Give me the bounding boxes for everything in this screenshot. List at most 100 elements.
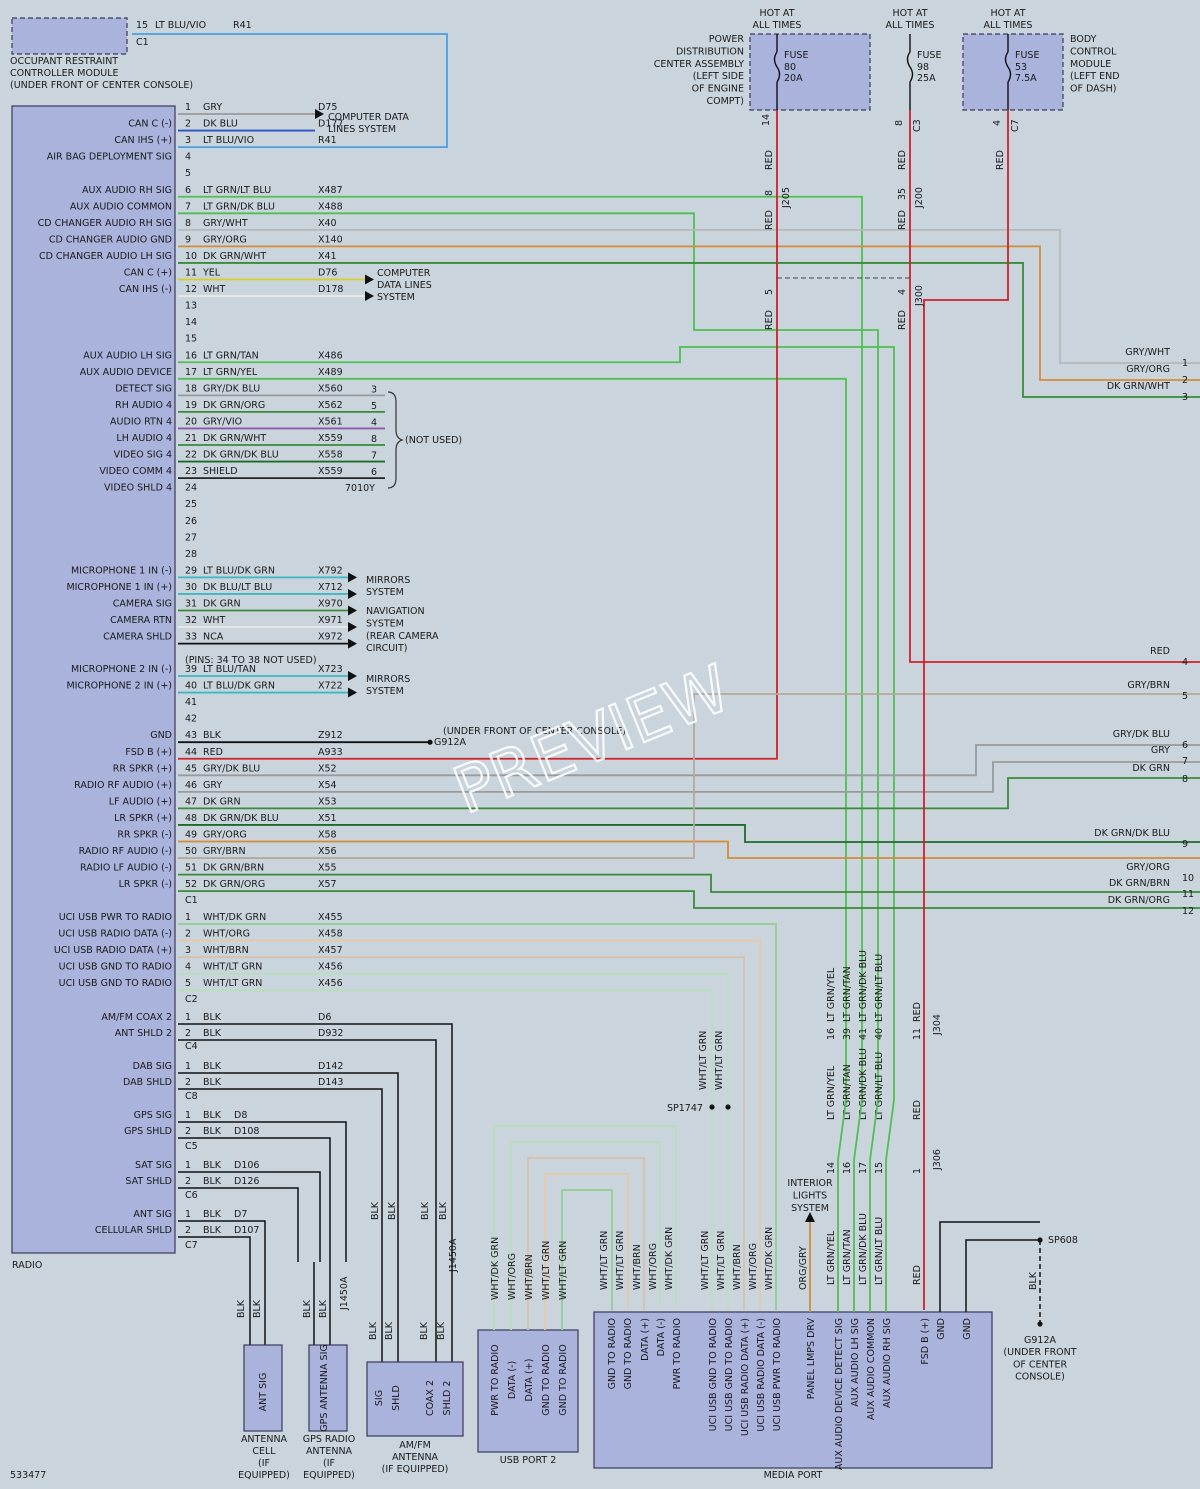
radio-pin-number: 3: [185, 135, 191, 146]
wire-color-label: WHT/ORG: [507, 1253, 518, 1300]
radio-pin-number: 26: [185, 516, 197, 527]
arrow-icon: [348, 572, 357, 583]
media-port-pin-label: GND TO RADIO: [607, 1318, 618, 1389]
media-port-pin-label: PWR TO RADIO: [672, 1318, 683, 1389]
wire-usb-port-2-2: [510, 1141, 661, 1330]
wire-color-label: WHT/ORG: [748, 1243, 759, 1290]
bcm-label: CONTROL: [1070, 46, 1117, 57]
right-edge-wire-color: RED: [1150, 646, 1170, 657]
circuit-number: D126: [234, 1176, 259, 1187]
wire-color-label: BLK: [203, 1225, 222, 1236]
circuit-number: X41: [318, 251, 337, 262]
circuit-number: Z912: [318, 730, 343, 741]
fuse-label: FUSE: [917, 50, 941, 61]
fuse-rating: 25A: [917, 73, 936, 84]
right-edge-wire-color: GRY: [1151, 745, 1170, 756]
radio-pin-function: GPS SHLD: [124, 1126, 172, 1137]
circuit-number: X792: [318, 565, 343, 576]
radio-pin-number: 23: [185, 466, 197, 477]
ground-g912a-bottom-label: OF CENTER: [1013, 1359, 1068, 1370]
radio-pin-function: MICROPHONE 1 IN (-): [71, 565, 172, 576]
radio-pin-number: 2: [185, 1126, 191, 1137]
radio-pin-number: 32: [185, 615, 197, 626]
radio-pin-number: 8: [185, 218, 191, 229]
wire-color-label: BLK: [203, 1126, 222, 1137]
wire-color-label: BLK: [370, 1201, 381, 1220]
mirrors-system-ref: MIRRORS: [366, 674, 410, 685]
usb-port-pin-label: DATA (+): [524, 1359, 535, 1402]
wire-color-label: WHT/LT GRN: [599, 1231, 610, 1290]
wire-color-label: LT GRN/LT BLU: [874, 954, 885, 1022]
splice-sp1747-label: SP1747: [667, 1103, 703, 1114]
wire-color-label: BLK: [203, 730, 222, 741]
radio-pin-number: 1: [185, 1061, 191, 1072]
orc-connector-label: C1: [136, 37, 149, 48]
wire-color-label: RED: [912, 1265, 923, 1285]
right-edge-wire-number: 6: [1182, 740, 1188, 751]
radio-pin-number: 4: [185, 962, 191, 973]
orc-module-label: (UNDER FRONT OF CENTER CONSOLE): [10, 80, 193, 91]
orc-module: [11, 17, 128, 55]
wire-pin-9: [178, 245, 1200, 381]
radio-pin-function: SAT SIG: [135, 1160, 172, 1171]
radio-pin-number: 5: [185, 168, 191, 179]
wire-coax-5: [178, 1121, 347, 1262]
hot-at-all-times-label: ALL TIMES: [753, 20, 802, 31]
circuit-number: X55: [318, 863, 337, 874]
wire-color-label: BLK: [318, 1299, 329, 1318]
right-edge-wire-color: GRY/BRN: [1127, 680, 1170, 691]
radio-pin-function: RADIO RF AUDIO (+): [74, 780, 172, 791]
right-edge-wire-color: DK GRN/ORG: [1108, 895, 1170, 906]
circuit-number: X57: [318, 879, 337, 890]
bracket: [387, 391, 404, 489]
wire-color-label: LT BLU/DK GRN: [203, 565, 275, 576]
connector-label: C7: [185, 1240, 198, 1251]
antenna-pin-label: GPS ANTENNA SIG: [319, 1344, 330, 1431]
connector-label: J205: [781, 187, 792, 209]
wire-aux-media-4: [885, 1099, 895, 1312]
hot-at-all-times-label: ALL TIMES: [984, 20, 1033, 31]
wire-color-label: RED: [912, 1100, 923, 1120]
radio-pin-number: 25: [185, 499, 197, 510]
wire-color-label: LT GRN/TAN: [842, 1229, 853, 1285]
wire-color-label: WHT/BRN: [203, 945, 249, 956]
wire-usb-port-2-1: [493, 1125, 677, 1330]
wire-color-label: RED: [764, 210, 775, 230]
wire-color-label: DK GRN/DK BLU: [203, 813, 279, 824]
wire-color-label: RED: [897, 310, 908, 330]
wire-color-label: WHT/LT GRN: [203, 978, 262, 989]
circuit-number: X560: [318, 383, 343, 394]
gps-antenna-label: GPS RADIO: [303, 1434, 355, 1445]
circuit-number: X486: [318, 350, 343, 361]
radio-pin-number: 16: [185, 350, 197, 361]
gps-antenna-label: EQUIPPED): [303, 1470, 355, 1481]
antenna-pin-label: SHLD: [391, 1385, 402, 1411]
right-edge-wire-color: GRY/ORG: [1126, 364, 1170, 375]
pdc-label: CENTER ASSEMBLY: [654, 59, 744, 70]
right-edge-wire-color: DK GRN/WHT: [1107, 381, 1170, 392]
wire-pin-3: [132, 33, 448, 148]
ground-g912a-bottom-label: (UNDER FRONT: [1003, 1347, 1076, 1358]
wire-color-label: GRY/DK BLU: [203, 763, 260, 774]
wire-color-label: GRY/ORG: [203, 234, 247, 245]
arrow-icon: [348, 671, 357, 681]
circuit-number: X722: [318, 681, 343, 692]
connector-pin: 14: [826, 1162, 837, 1174]
wire-aux-media-1: [837, 1099, 847, 1312]
splice-dot: [725, 1104, 731, 1110]
gps-antenna-module: [308, 1344, 348, 1432]
circuit-number: D7: [234, 1209, 247, 1220]
circuit-number: X458: [318, 929, 343, 940]
media-port-module: [593, 1311, 993, 1469]
fuse-connector-label: C7: [1010, 119, 1021, 132]
radio-pin-number: 30: [185, 582, 197, 593]
radio-pin-number: 39: [185, 664, 197, 675]
circuit-number: A933: [318, 747, 343, 758]
circuit-number: D177: [318, 119, 343, 130]
wire-coax-9: [178, 1220, 266, 1262]
radio-pin-number: 13: [185, 301, 197, 312]
media-port-pin-label: DATA (+): [640, 1318, 651, 1361]
wire-color-label: RED: [897, 150, 908, 170]
connector-label-c1: C1: [185, 895, 198, 906]
